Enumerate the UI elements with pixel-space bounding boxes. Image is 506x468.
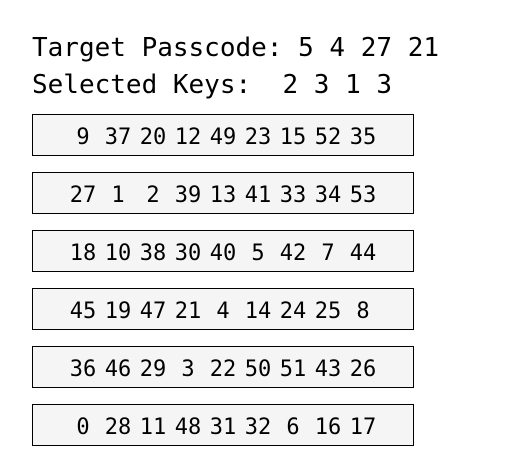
key-row: 36 46 29 3 22 50 51 43 26 — [32, 346, 414, 388]
target-passcode-label: Target Passcode: — [32, 33, 283, 63]
key-button[interactable]: 19 — [104, 299, 132, 324]
key-button[interactable]: 24 — [279, 299, 307, 324]
key-button[interactable]: 20 — [139, 125, 167, 150]
selected-keys-label: Selected Keys: — [32, 70, 252, 100]
key-button[interactable]: 43 — [314, 357, 342, 382]
key-row: 18 10 38 30 40 5 42 7 44 — [32, 230, 414, 272]
key-button[interactable]: 10 — [104, 241, 132, 266]
selected-value: 1 — [345, 70, 361, 100]
key-button[interactable]: 23 — [244, 125, 272, 150]
key-button[interactable]: 38 — [139, 241, 167, 266]
selected-value: 3 — [313, 70, 330, 100]
key-button[interactable]: 50 — [244, 357, 272, 382]
key-button[interactable]: 5 — [251, 241, 265, 266]
key-button[interactable]: 46 — [104, 357, 132, 382]
key-button[interactable]: 42 — [279, 241, 307, 266]
key-button[interactable]: 13 — [209, 183, 237, 208]
key-button[interactable]: 16 — [314, 415, 342, 440]
key-button[interactable]: 2 — [146, 183, 160, 208]
key-button[interactable]: 48 — [174, 415, 202, 440]
key-button[interactable]: 29 — [139, 357, 167, 382]
key-button[interactable]: 27 — [69, 183, 97, 208]
key-button[interactable]: 34 — [314, 183, 342, 208]
target-value: 27 — [360, 33, 393, 63]
key-button[interactable]: 12 — [174, 125, 202, 150]
key-button[interactable]: 3 — [181, 357, 195, 382]
key-button[interactable]: 31 — [209, 415, 237, 440]
key-row: 45 19 47 21 4 14 24 25 8 — [32, 288, 414, 330]
key-button[interactable]: 45 — [69, 299, 97, 324]
key-button[interactable]: 41 — [244, 183, 272, 208]
key-button[interactable]: 18 — [69, 241, 97, 266]
key-button[interactable]: 14 — [244, 299, 272, 324]
key-button[interactable]: 35 — [349, 125, 377, 150]
key-button[interactable]: 25 — [314, 299, 342, 324]
key-row: 9 37 20 12 49 23 15 52 35 — [32, 114, 414, 156]
key-button[interactable]: 47 — [139, 299, 167, 324]
key-button[interactable]: 44 — [349, 241, 377, 266]
key-button[interactable]: 28 — [104, 415, 132, 440]
key-button[interactable]: 8 — [356, 299, 370, 324]
key-button[interactable]: 33 — [279, 183, 307, 208]
key-button[interactable]: 51 — [279, 357, 307, 382]
key-button[interactable]: 11 — [139, 415, 167, 440]
key-button[interactable]: 49 — [209, 125, 237, 150]
key-button[interactable]: 39 — [174, 183, 202, 208]
key-button[interactable]: 30 — [174, 241, 202, 266]
key-row: 0 28 11 48 31 32 6 16 17 — [32, 404, 414, 446]
key-button[interactable]: 7 — [321, 241, 335, 266]
key-button[interactable]: 40 — [209, 241, 237, 266]
key-button[interactable]: 36 — [69, 357, 97, 382]
key-button[interactable]: 26 — [349, 357, 377, 382]
target-value: 4 — [329, 33, 346, 63]
key-button[interactable]: 52 — [314, 125, 342, 150]
key-button[interactable]: 6 — [286, 415, 300, 440]
key-button[interactable]: 17 — [349, 415, 377, 440]
key-button[interactable]: 15 — [279, 125, 307, 150]
target-value: 5 — [298, 33, 314, 63]
selected-value: 2 — [282, 70, 299, 100]
selected-value: 3 — [376, 70, 393, 100]
key-button[interactable]: 4 — [216, 299, 230, 324]
key-button[interactable]: 53 — [349, 183, 377, 208]
key-button[interactable]: 9 — [76, 125, 90, 150]
key-button[interactable]: 21 — [174, 299, 202, 324]
key-button[interactable]: 32 — [244, 415, 272, 440]
key-button[interactable]: 1 — [111, 183, 125, 208]
key-button[interactable]: 37 — [104, 125, 132, 150]
target-passcode-line: Target Passcode: 5 4 27 21 — [32, 33, 439, 63]
key-button[interactable]: 22 — [209, 357, 237, 382]
selected-keys-line: Selected Keys: 2 3 1 3 — [32, 70, 392, 100]
target-value: 21 — [407, 33, 440, 63]
key-button[interactable]: 0 — [76, 415, 90, 440]
